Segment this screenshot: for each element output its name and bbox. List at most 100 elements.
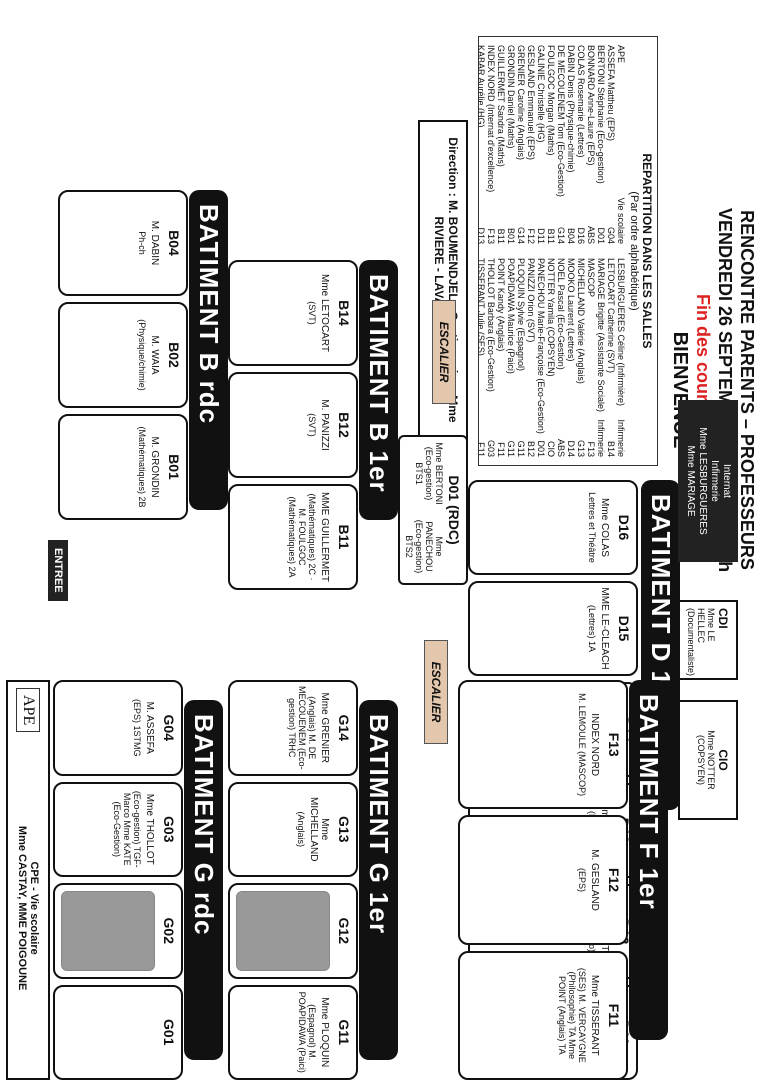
list-item-room: D01 (596, 227, 606, 244)
cdi-box: CDI Mme LE HELLEC (Documentaliste) (678, 600, 738, 680)
list-item-room: Vie scolaire (616, 197, 626, 244)
room-code: F13 (606, 732, 622, 757)
list-item-name: PANIZZI Orion (SVT) (526, 258, 536, 343)
cdi-occupant: Mme LE HELLEC (Documentaliste) (686, 608, 716, 677)
subject: (Eco-gestion) BTS1 (414, 446, 434, 501)
list-item: TISSERANT Julie (SES)F11 (478, 258, 486, 457)
list-item-name: GRONDIN Daniel (Maths) (506, 45, 516, 149)
list-item: ASSEFA Mattheu (EPS) G04 (606, 45, 616, 244)
room-occupant: Mme TISSERANT (589, 974, 600, 1056)
list-item: BONNARD Anne-Laure (EPS)ABS (586, 45, 596, 244)
room-code: G03 (161, 816, 177, 843)
list-item-name: NOEL Pascal (Eco-Gestion) (556, 258, 566, 370)
list-item-name: DABIN Denis (Physique-chimie) (566, 45, 576, 173)
list-item-room: B11 (546, 228, 556, 244)
list-item-room: B04 (566, 227, 576, 244)
bat-b0-title: BATIMENT B rdc (189, 190, 228, 510)
bat-g0-title: BATIMENT G rdc (184, 700, 223, 1060)
list-item-room: B11 (496, 228, 506, 244)
room-subject (153, 987, 155, 1079)
list-item: INDEX NORD (Internat d'excellence)F13 (486, 45, 496, 244)
list-item-room: ABS (556, 438, 566, 457)
room-d01: D01 (RDC) Mme BERTONI(Eco-gestion) BTS1 … (398, 435, 468, 585)
list-item-name: ASSEFA Mattheu (EPS) (606, 45, 616, 142)
list-item-room: ABS (586, 225, 596, 244)
room-code: G02 (161, 917, 177, 944)
list-item-name: PLOQUIN Sylvie (Espagnol) (516, 258, 526, 372)
room-g01: G01 (53, 984, 183, 1080)
list-item: POINT Kandy (Anglais)F11 (496, 258, 506, 457)
room-subject: (Mathématiques) 2B (137, 426, 147, 508)
repartition-title: REPARTITION DANS LES SALLES (640, 153, 654, 349)
list-item-name: KABAR Aurélie (HG) (478, 45, 486, 128)
room-occupant: Mme GRENIER (319, 692, 330, 764)
bat-b1-title: BATIMENT B 1er (359, 260, 398, 520)
list-item-room: D14 (566, 440, 576, 457)
room-code: D16 (616, 514, 632, 541)
list-item: NOTTER Yamila (COPSYEN)CIO (546, 258, 556, 457)
list-item-name: COLAS Rosemarie (Lettres) (576, 45, 586, 158)
cio-label: CIO (716, 749, 730, 771)
list-item-name: GUILLERMET Sandra (Maths) (496, 45, 506, 167)
room-occupant: Mme MICHELLAND (308, 797, 330, 862)
list-item: COLAS Rosemarie (Lettres)D16 (576, 45, 586, 244)
list-item: GALINIE Christelle (HG)D11 (536, 45, 546, 244)
room-occupant: M. GRONDIN (149, 436, 160, 498)
list-item: NOEL Pascal (Eco-Gestion) ABS (556, 258, 566, 457)
internat-box: Internat Infirmerie Mme LESBURGUERES Mme… (678, 400, 738, 562)
list-item: GUILLERMET Sandra (Maths) B11 (496, 45, 506, 244)
room-code: B11 (336, 524, 352, 550)
list-item: LESBURGUERES Céline (Infirmière) Infirmer… (616, 258, 626, 457)
list-item: THOLLOT Barbara (Eco-Gestion)G03 (486, 258, 496, 457)
list-item-room: G04 (606, 226, 616, 244)
room-occupant: Mme LETOCART (319, 274, 330, 352)
internat-occupant: Mme LESBURGUERES (697, 427, 708, 535)
room-occupant: M. WAIA (149, 335, 160, 375)
room-code: B04 (166, 230, 182, 256)
room-subject: (Eco-gestion) TGF-Marco Mme KATE (Eco-Ge… (112, 790, 142, 868)
room-subject: Ph-ch (137, 231, 147, 255)
room-subject: (Lettres) 1A (587, 604, 597, 653)
list-item: BERTONI Stéphanie (Eco-gestion)D01 (596, 45, 606, 244)
room-code: G01 (161, 1019, 177, 1046)
cpe-box: APE CPE - Vie scolaire Mme CASTAY, MME P… (6, 680, 50, 1080)
list-item: MOOKO Laurent (Lettres) D14 (566, 258, 576, 457)
list-item-room: Infirmerie (596, 419, 606, 457)
list-item-name: LESBURGUERES Céline (Infirmière) (616, 258, 626, 407)
internat-label: Internat (721, 464, 732, 498)
room-subject: (EPS) 1STMG (132, 698, 142, 757)
room-code: B01 (166, 454, 182, 480)
list-item-room: F13 (586, 441, 596, 457)
list-item: PANECHOU Marie-Françoise (Eco-Gestion)D0… (536, 258, 546, 457)
room-blocked (236, 891, 330, 971)
list-item-name: GRENIER Caroline (Anglais) (516, 45, 526, 161)
list-item: KABAR Aurélie (HG)D13 (478, 45, 486, 244)
list-item-name: THOLLOT Barbara (Eco-Gestion) (486, 258, 496, 392)
cpe-title: CPE - Vie scolaire (28, 861, 40, 955)
list-item: GESLAND Emmanuel (EPS)F12 (526, 45, 536, 244)
room-b01: B01 M. GRONDIN(Mathématiques) 2B (58, 414, 188, 520)
room-subject: (Mathématiques) 2C · M. FOULGOC (Mathéma… (287, 493, 317, 581)
room-code: B12 (336, 412, 352, 438)
room-subject: Lettres et Théâtre (587, 492, 597, 563)
list-item-room: Infirmerie (616, 419, 626, 457)
occupant: Mme BERTONI (434, 442, 444, 505)
list-item-name: INDEX NORD (Internat d'excellence) (486, 45, 496, 193)
list-item-name: MOOKO Laurent (Lettres) (566, 258, 576, 362)
list-item: MICHELLAND Valérie (Anglais)G13 (576, 258, 586, 457)
repartition-list: REPARTITION DANS LES SALLES (Par ordre a… (478, 36, 658, 466)
list-item: DE MECOUENEM Tom (Eco-Gestion)G14 (556, 45, 566, 244)
room-g12: G12 (228, 883, 358, 979)
room-occupant: M. DABIN (149, 220, 160, 266)
